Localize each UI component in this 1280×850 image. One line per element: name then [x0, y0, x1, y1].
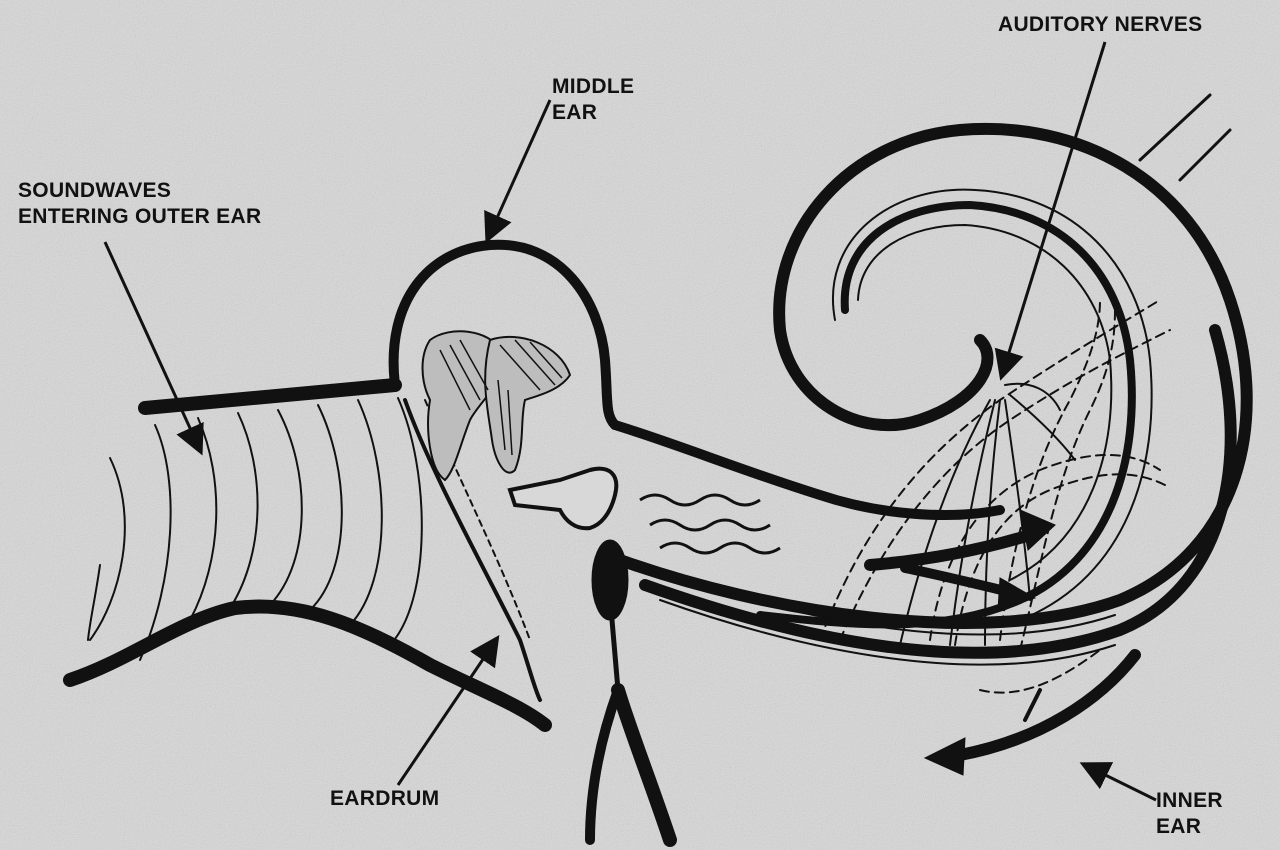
label-middle-ear-line1: MIDDLE	[552, 74, 634, 100]
label-soundwaves-line1: SOUNDWAVES	[18, 178, 261, 204]
label-inner-ear-line2: EAR	[1156, 814, 1223, 840]
label-middle-ear: MIDDLE EAR	[552, 74, 634, 126]
label-inner-ear-line1: INNER	[1156, 788, 1223, 814]
label-inner-ear: INNER EAR	[1156, 788, 1223, 840]
label-middle-ear-line2: EAR	[552, 100, 634, 126]
label-soundwaves-line2: ENTERING OUTER EAR	[18, 204, 261, 230]
label-auditory-nerves: AUDITORY NERVES	[998, 12, 1202, 38]
label-soundwaves: SOUNDWAVES ENTERING OUTER EAR	[18, 178, 261, 230]
label-eardrum: EARDRUM	[330, 786, 439, 812]
